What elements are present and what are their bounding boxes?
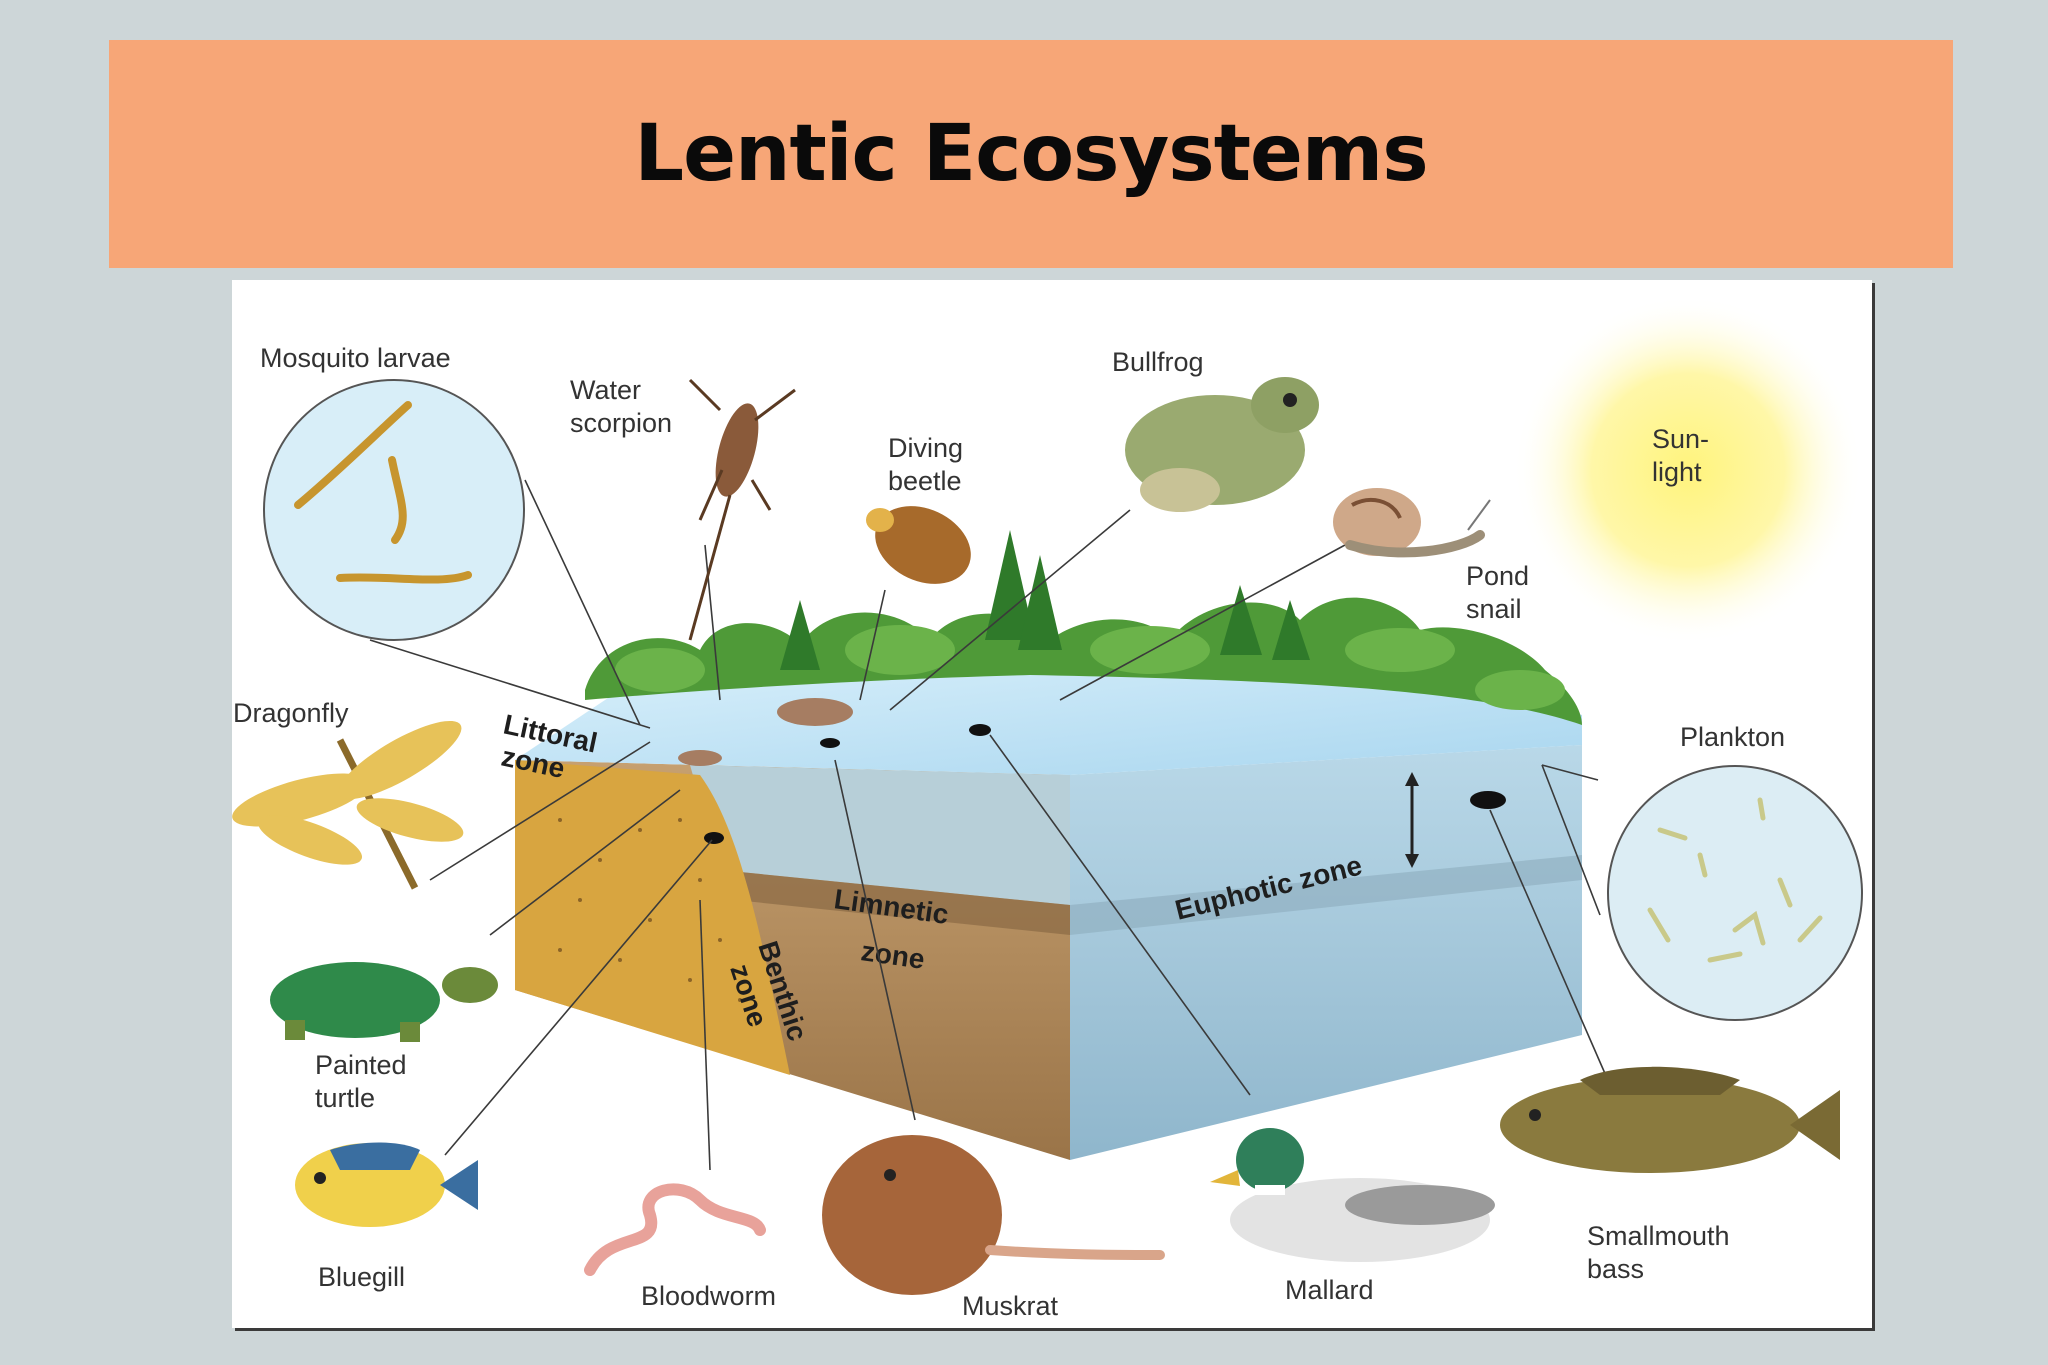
pond-snail-label-line1: Pond (1466, 561, 1529, 591)
duck-silhouette (820, 738, 840, 748)
diving-beetle-icon (866, 506, 971, 584)
dragonfly-label: Dragonfly (233, 698, 349, 728)
painted-turtle-label-line1: Painted (315, 1050, 407, 1080)
sun (1513, 295, 1863, 645)
bullfrog-label: Bullfrog (1112, 347, 1204, 377)
bloodworm-label: Bloodworm (641, 1281, 776, 1311)
water-scorpion-label-line2: scorpion (570, 408, 672, 438)
diving-beetle-label-line1: Diving (888, 433, 963, 463)
bushes (615, 625, 1565, 710)
mosquito-larva-icon (294, 401, 472, 584)
plankton-label: Plankton (1680, 722, 1785, 752)
bloodworm-icon (584, 1183, 766, 1276)
water-scorpion-label-line1: Water (570, 375, 641, 405)
sand-speckles (558, 818, 742, 1002)
painted-turtle-label-line2: turtle (315, 1083, 375, 1113)
bluegill-label: Bluegill (318, 1262, 405, 1292)
plankton-icon (1647, 797, 1823, 963)
smallmouth-bass-icon (1500, 1066, 1840, 1173)
slide-title: Lentic Ecosystems (634, 109, 1428, 199)
leader-lines (369, 479, 1611, 1171)
left-sediment-band (720, 870, 1070, 935)
bluegill-icon (295, 1142, 478, 1227)
fish-silhouette (704, 832, 724, 844)
rock (777, 698, 853, 726)
fish-silhouette (1470, 791, 1506, 809)
shoreline-vegetation (585, 597, 1582, 725)
water-scorpion-icon (688, 378, 796, 641)
smallmouth-bass-label-line2: bass (1587, 1254, 1644, 1284)
painted-turtle-icon (270, 962, 498, 1042)
bullfrog-icon (1125, 377, 1319, 512)
sunlight-label-line2: light (1652, 457, 1702, 487)
mallard-label: Mallard (1285, 1275, 1374, 1305)
title-banner: Lentic Ecosystems (109, 40, 1953, 268)
muskrat-icon (822, 1135, 1165, 1295)
duck-silhouette (969, 724, 991, 736)
arrow-head-up (1405, 772, 1419, 786)
muskrat-label: Muskrat (962, 1291, 1059, 1321)
mosquito-larvae-label: Mosquito larvae (260, 343, 451, 373)
pond-right-face (1070, 745, 1582, 1160)
smallmouth-bass-label-line1: Smallmouth (1587, 1221, 1730, 1251)
mallard-icon (1210, 1128, 1495, 1262)
trees (780, 530, 1310, 670)
left-water-section (690, 765, 1070, 905)
arrow-head-down (1405, 854, 1419, 868)
right-sediment (1070, 855, 1582, 935)
rock (678, 750, 722, 766)
pond-snail-icon (1333, 488, 1491, 558)
sunlight-label-line1: Sun- (1652, 424, 1709, 454)
plankton-inset (1607, 765, 1863, 1021)
dragonfly-icon (232, 720, 464, 890)
pond-surface (515, 660, 1582, 775)
pond-snail-label-line2: snail (1466, 594, 1522, 624)
diving-beetle-label-line2: beetle (888, 466, 962, 496)
